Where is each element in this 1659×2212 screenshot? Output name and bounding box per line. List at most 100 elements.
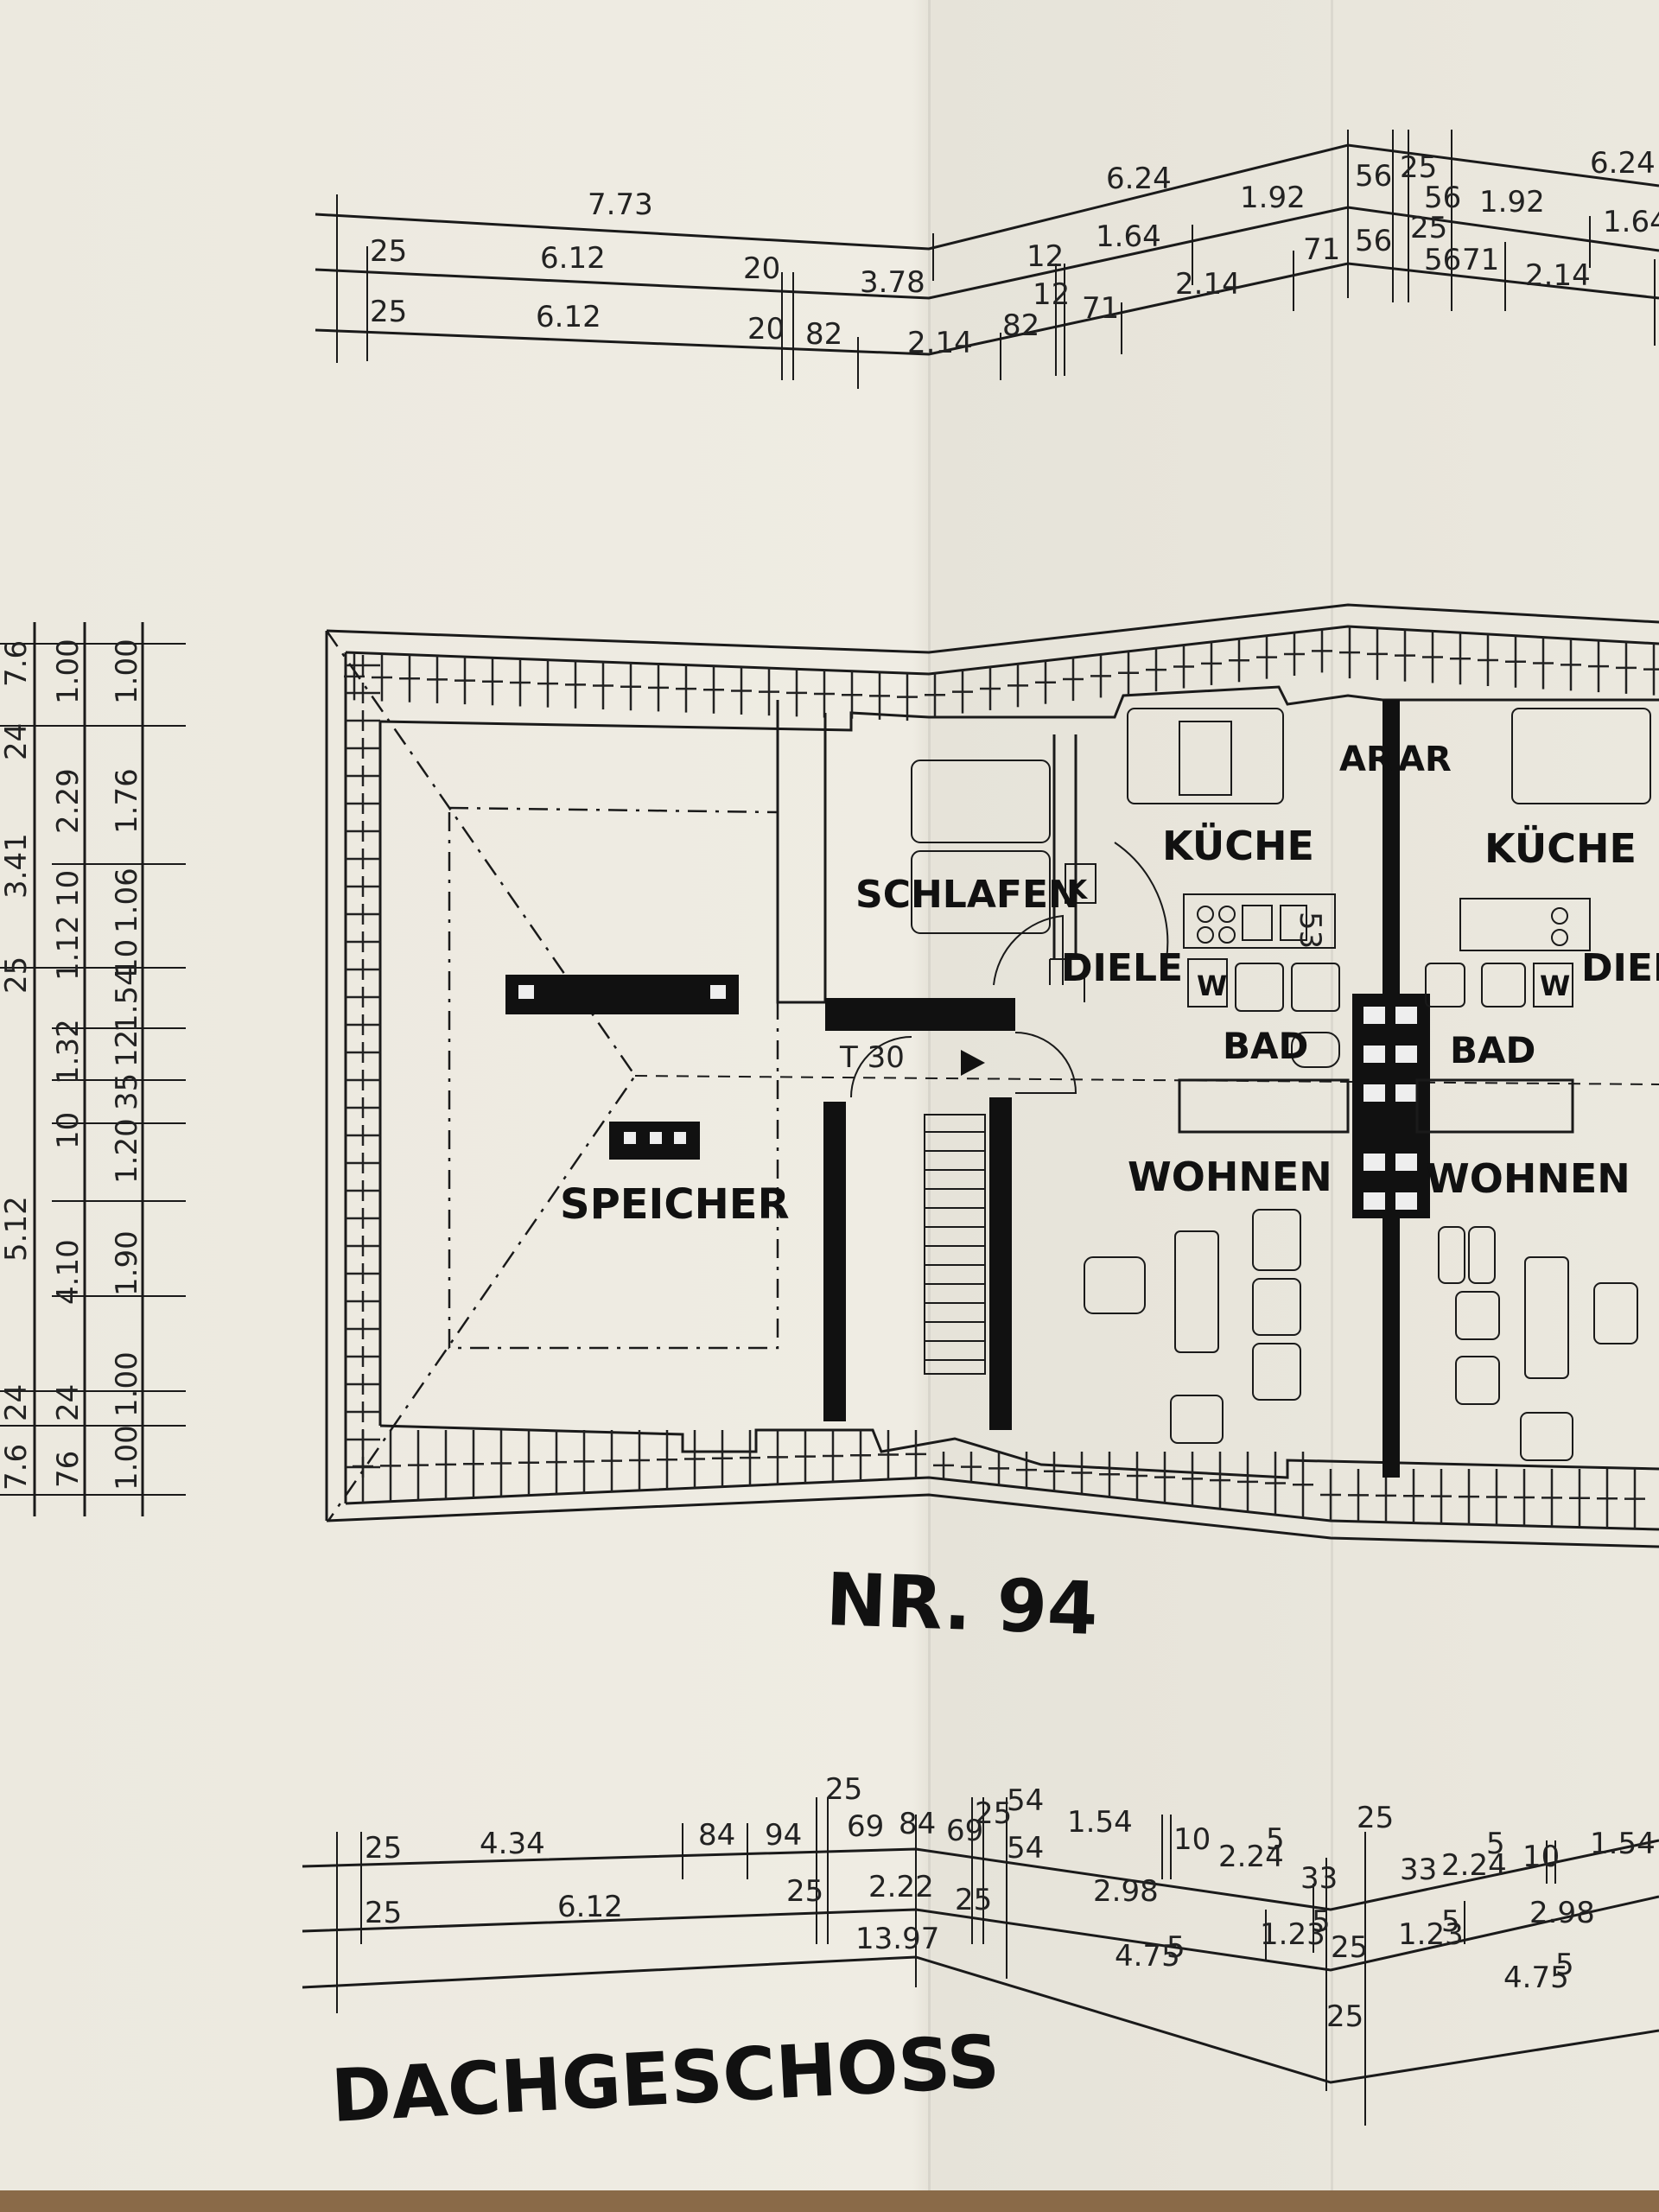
dim-label: 6.12	[557, 1890, 623, 1924]
dim-label: 5.12	[0, 1196, 34, 1262]
bed	[911, 850, 1051, 934]
room-label-abstellraum: AR	[1339, 740, 1393, 779]
dim-label: 71	[1082, 291, 1119, 326]
paper-fold	[928, 0, 931, 2212]
dim-label: 56	[1424, 243, 1461, 277]
dim-label: 33	[1300, 1861, 1338, 1896]
dim-label: 1.32	[51, 1019, 86, 1084]
dim-label: 2.22	[868, 1870, 934, 1904]
room-label-diele: DIELE	[1061, 946, 1183, 990]
dim-label: 25	[1331, 1930, 1368, 1965]
dim-label: 5	[1555, 1948, 1574, 1982]
dim-label: 33	[1400, 1853, 1437, 1887]
room-labels: SPEICHER SCHLAFEN DIELE DIELE KÜCHE KÜCH…	[560, 740, 1659, 1229]
dim-label: 3.41	[0, 833, 34, 899]
armchair	[1170, 1395, 1224, 1444]
dim-label: 25	[370, 234, 407, 269]
dim-label: 35	[110, 1073, 144, 1110]
dim-label: 5	[1441, 1904, 1460, 1939]
kitchen-counter	[1459, 898, 1591, 951]
dim-label: 5	[1166, 1930, 1185, 1965]
room-label-bad: BAD	[1223, 1025, 1308, 1067]
door-label: T 30	[839, 1040, 905, 1075]
dim-label: 25	[1410, 211, 1447, 245]
room-label-diele: DIELE	[1581, 946, 1659, 990]
dim-label: 6.12	[536, 300, 601, 334]
sink	[1425, 963, 1465, 1007]
dim-label: 54	[1007, 1831, 1044, 1866]
floor-title: DACHGESCHOSS	[329, 2019, 1001, 2139]
dim-label: 25	[786, 1874, 823, 1909]
dim-label: 2.14	[907, 326, 973, 360]
armchair	[1593, 1282, 1638, 1344]
fixture-label: W	[1540, 969, 1570, 1002]
dim-label: 4.34	[480, 1827, 545, 1861]
dim-label: 1.92	[1479, 185, 1545, 219]
dim-label: 5	[1486, 1827, 1505, 1861]
dim-label: 4.75	[1503, 1961, 1569, 1995]
room-label-abstellraum: AR	[1398, 740, 1452, 779]
dim-label: 10	[51, 870, 86, 907]
cabinet	[1065, 863, 1096, 904]
left-dimension-chain: 7.6 24 3.41 25 10 5.12 24 7.6 1.00 2.29 …	[0, 622, 186, 1516]
dim-label: 1.76	[110, 768, 144, 834]
sofa-seat	[1468, 1226, 1496, 1284]
toilet	[1291, 1032, 1340, 1068]
dim-label: 1.23	[1398, 1917, 1464, 1952]
dim-label: 71	[1303, 232, 1340, 267]
dining-table	[1179, 721, 1232, 796]
top-dimension-chain: 7.73 6.24 1.92 6.24 1.92 25 6.12 20 3.78…	[315, 130, 1659, 389]
dim-label: 7.73	[588, 188, 653, 222]
dim-label: 5	[1266, 1822, 1285, 1857]
dim-label: 54	[1007, 1783, 1044, 1818]
room-label-bad: BAD	[1450, 1029, 1535, 1071]
sofa-seat	[1252, 1278, 1301, 1336]
roof-outline	[325, 603, 1659, 1548]
dim-label: 2.24	[1218, 1840, 1284, 1874]
room-label-kueche: KÜCHE	[1162, 823, 1314, 869]
dim-label: 1.64	[1603, 205, 1659, 239]
dim-label: 69	[847, 1809, 884, 1844]
fixture-label: 53	[1293, 912, 1327, 949]
room-label-schlafen: SCHLAFEN	[855, 873, 1080, 917]
dim-label: 1.92	[1240, 181, 1306, 215]
dim-label: 69	[946, 1814, 983, 1848]
dim-label: 25	[365, 1831, 402, 1866]
sofa-seat	[1252, 1343, 1301, 1401]
dim-label: 25	[370, 295, 407, 329]
room-label-wohnen: WOHNEN	[1128, 1154, 1332, 1200]
shower	[1291, 963, 1340, 1012]
dim-label: 24	[0, 723, 34, 760]
room-label-wohnen: WOHNEN	[1426, 1155, 1630, 1202]
sofa-seat	[1455, 1291, 1500, 1340]
dim-label: 2.14	[1525, 258, 1591, 293]
wall	[823, 1102, 846, 1421]
fixture-label: K	[1067, 875, 1089, 906]
staircase	[924, 1114, 986, 1375]
dim-label: 12	[1033, 277, 1070, 312]
dim-label: 10	[51, 1112, 86, 1149]
kitchen-counter	[1183, 893, 1336, 949]
dim-label: 71	[1462, 243, 1499, 277]
dim-label: 24	[51, 1384, 86, 1421]
dim-label: 1.06	[110, 868, 144, 933]
dim-label: 2.29	[51, 768, 86, 834]
dim-label: 25	[1326, 1999, 1363, 2034]
dim-label: 10	[1522, 1840, 1560, 1874]
room-label-speicher: SPEICHER	[560, 1180, 790, 1229]
dim-label: 1.90	[110, 1230, 144, 1296]
dim-label: 25	[1400, 150, 1437, 185]
dim-label: 25	[955, 1883, 992, 1917]
washing-machine	[1187, 958, 1228, 1007]
armchair	[1084, 1256, 1146, 1314]
dim-label: 82	[1002, 308, 1039, 343]
dim-label: 25	[0, 957, 34, 994]
dim-label: 7.6	[0, 1444, 34, 1491]
dim-label: 6.24	[1590, 146, 1656, 181]
dim-label: 84	[698, 1818, 735, 1853]
dim-label: 6.12	[540, 241, 606, 276]
dim-label: 25	[365, 1896, 402, 1930]
dim-label: 3.78	[860, 265, 925, 300]
sofa-seat	[1252, 1209, 1301, 1271]
